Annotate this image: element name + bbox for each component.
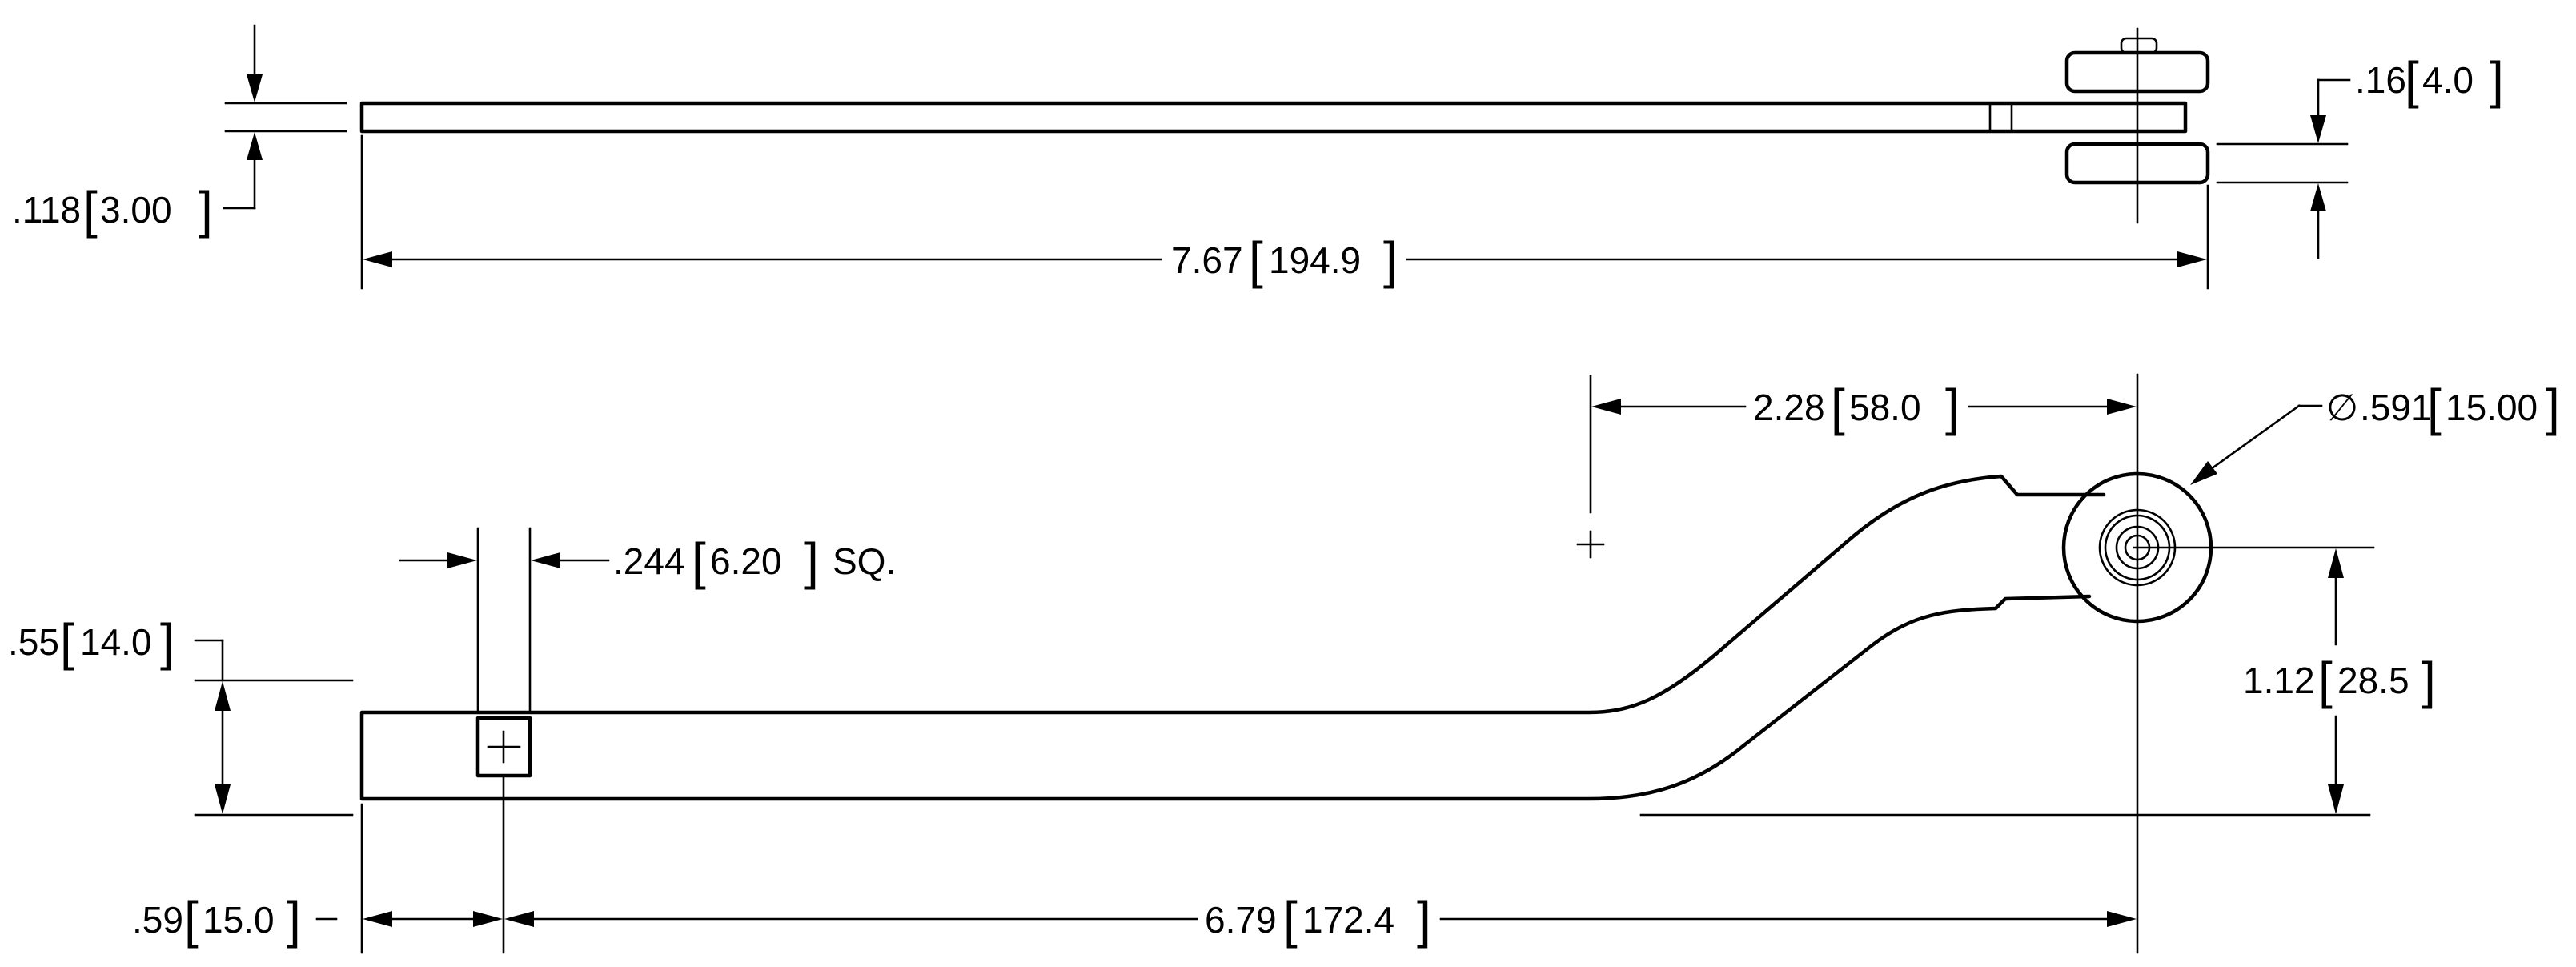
wheel-diameter-inch-label: .591 — [2360, 387, 2432, 428]
arrowhead — [363, 911, 392, 927]
arrowhead — [2107, 399, 2137, 415]
bracket-open: [ — [2427, 379, 2442, 436]
bend-run-dimension: 2.28 [ 58.0 ] — [1589, 375, 2137, 514]
front-view — [359, 373, 2375, 954]
overall-length-dimension: 7.67 [ 194.9 ] — [360, 134, 2209, 290]
bracket-close: ] — [1417, 891, 1431, 949]
bracket-open: [ — [2405, 51, 2419, 109]
bracket-close: ] — [2490, 51, 2504, 109]
arrowhead — [2328, 784, 2344, 814]
thickness-mm-label: 3.00 — [100, 189, 172, 231]
bracket-open: [ — [2318, 652, 2333, 709]
arrowhead — [363, 251, 392, 267]
bracket-open: [ — [692, 532, 706, 590]
top-view-axle-cap — [2120, 37, 2158, 54]
overall-length-mm-label: 194.9 — [1269, 239, 1361, 281]
arrowhead — [2310, 115, 2326, 143]
wheel-diameter-mm-label: 15.00 — [2446, 387, 2538, 428]
diameter-symbol: ∅ — [2326, 387, 2358, 428]
bracket-close: ] — [160, 613, 175, 671]
wheel-offset-dimension: .16 [ 4.0 ] — [2216, 51, 2504, 259]
arm-outline — [359, 474, 2106, 801]
hole-from-end-mm-label: 15.0 — [203, 899, 275, 941]
arrowhead — [447, 552, 477, 568]
arrowhead — [215, 784, 231, 814]
bracket-close: ] — [287, 891, 301, 949]
hole-to-wheel-mm-label: 172.4 — [1302, 899, 1394, 941]
square-hole-inch-label: .244 — [613, 540, 685, 582]
bracket-open: [ — [83, 181, 98, 239]
square-hole-mm-label: 6.20 — [710, 540, 782, 582]
bracket-close: ] — [1945, 379, 1960, 436]
bend-rise-mm-label: 28.5 — [2337, 660, 2409, 701]
bracket-close: ] — [2422, 652, 2436, 709]
arrowhead — [1591, 399, 1621, 415]
bend-rise-inch-label: 1.12 — [2243, 660, 2315, 701]
bracket-open: [ — [1831, 379, 1845, 436]
bar-width-mm-label: 14.0 — [80, 621, 152, 663]
hole-from-end-inch-label: .59 — [132, 899, 183, 941]
wheel-offset-mm-label: 4.0 — [2422, 59, 2474, 101]
bar-width-inch-label: .55 — [8, 621, 59, 663]
hole-to-wheel-dimension: 6.79 [ 172.4 ] — [504, 891, 2137, 949]
square-hole-suffix: SQ. — [833, 540, 896, 582]
arrowhead — [247, 132, 263, 160]
top-view-arm-bar — [359, 101, 2188, 134]
bend-rise-dimension: 1.12 [ 28.5 ] — [1639, 548, 2436, 817]
wheel-offset-inch-label: .16 — [2355, 59, 2406, 101]
bend-run-mm-label: 58.0 — [1849, 387, 1921, 428]
overall-length-inch-label: 7.67 — [1171, 239, 1243, 281]
bracket-close: ] — [1383, 231, 1398, 289]
arrowhead — [473, 911, 503, 927]
arrowhead — [531, 552, 560, 568]
arrowhead — [2107, 911, 2137, 927]
arrowhead — [2177, 251, 2207, 267]
bend-run-inch-label: 2.28 — [1753, 387, 1825, 428]
arrowhead — [2328, 548, 2344, 578]
bracket-close: ] — [199, 181, 213, 239]
hole-from-end-dimension: .59 [ 15.0 ] — [132, 774, 505, 954]
bracket-open: [ — [60, 613, 74, 671]
bracket-open: [ — [1283, 891, 1298, 949]
bar-width-dimension: .55 [ 14.0 ] — [8, 613, 354, 817]
arrowhead — [2310, 183, 2326, 211]
square-hole-dimension: .244 [ 6.20 ] SQ. — [399, 527, 896, 712]
bracket-close: ] — [804, 532, 819, 590]
arrowhead — [2190, 461, 2217, 485]
top-view — [359, 27, 2210, 224]
bracket-close: ] — [2546, 379, 2560, 436]
leader-line — [2198, 404, 2301, 479]
bracket-open: [ — [184, 891, 199, 949]
arrowhead — [215, 681, 231, 711]
bracket-open: [ — [1249, 231, 1263, 289]
arrowhead — [504, 911, 534, 927]
arrowhead — [247, 74, 263, 102]
thickness-dimension: .118 [ 3.00 ] — [12, 24, 347, 239]
hole-to-wheel-inch-label: 6.79 — [1205, 899, 1277, 941]
wheel-diameter-callout: ∅ .591 [ 15.00 ] — [2190, 379, 2560, 485]
thickness-inch-label: .118 — [12, 189, 81, 231]
